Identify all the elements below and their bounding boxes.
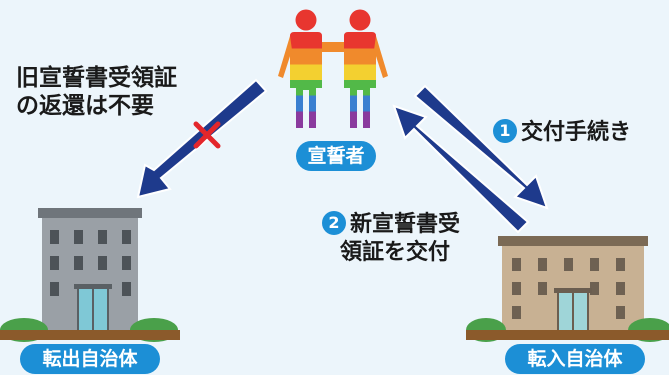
step1-number-badge: 1 [493, 119, 517, 143]
return-not-required-note: 旧宣誓書受領証 の返還は不要 [16, 66, 177, 118]
person-icon-right [322, 9, 388, 128]
step1-text: 交付手続き [521, 120, 632, 145]
return-note-line1: 旧宣誓書受領証 [16, 65, 177, 91]
arrow-step2-to-person [392, 104, 530, 234]
step2-text-line1: 新宣誓書受 [350, 212, 461, 237]
building-left-icon [0, 208, 180, 342]
arrow-step1-to-right [413, 84, 549, 210]
person-label: 宣誓者 [296, 141, 376, 171]
step2-text-line2: 領証を交付 [340, 240, 451, 266]
right-municipality-label: 転入自治体 [505, 344, 645, 374]
left-municipality-label: 転出自治体 [20, 344, 160, 374]
person-icon-left [278, 9, 322, 128]
building-right-icon [466, 236, 669, 342]
return-note-line2: の返還は不要 [16, 93, 154, 120]
step2-number-badge: 2 [322, 211, 346, 235]
cross-icon [193, 121, 221, 149]
